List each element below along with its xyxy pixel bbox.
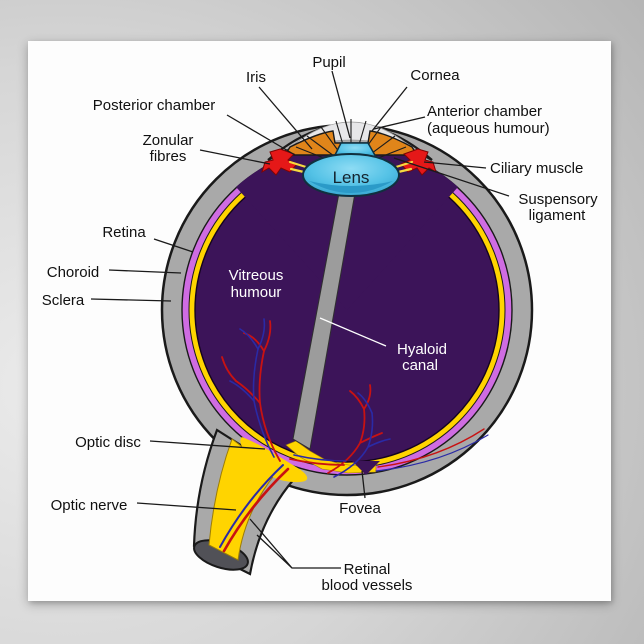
retinal-vessels-leader: [249, 518, 341, 569]
zonular-fibres-leader: [199, 149, 271, 165]
suspensory-ligament-label-1: Suspensory: [518, 191, 598, 208]
suspensory-ligament-label-2: ligament: [529, 207, 587, 224]
anterior-chamber-leader: [373, 116, 426, 130]
poster: Lens Pupil: [28, 41, 611, 601]
optic-disc-leader: [149, 440, 266, 450]
ciliary-muscle-left: [261, 148, 298, 176]
sclera-leader: [90, 298, 172, 302]
vitreous-humour-label-1: Vitreous: [229, 267, 284, 284]
vitreous-humour-label-2: humour: [231, 284, 282, 301]
sclera-label: Sclera: [42, 292, 85, 309]
optic-nerve-leader: [136, 502, 237, 511]
anterior-chamber-label-1: Anterior chamber: [427, 103, 542, 120]
retinal-blood-vessels-label-2: blood vessels: [322, 577, 413, 594]
ciliary-muscle-leader: [423, 161, 487, 169]
pupil-label: Pupil: [312, 54, 345, 71]
retinal-vessels-blue: [219, 318, 489, 548]
fovea-notch: [352, 461, 380, 475]
labels: Pupil Iris Cornea Posterior chamber Zonu…: [42, 54, 598, 594]
retina-label: Retina: [102, 224, 146, 241]
optic-nerve-fibres: [208, 438, 277, 561]
optic-disc-label: Optic disc: [75, 434, 141, 451]
suspensory-ligament-leader: [393, 157, 510, 197]
hyaloid-canal-label-1: Hyaloid: [397, 341, 447, 358]
lens-label: Lens: [333, 168, 370, 187]
zonular-fibres-label-1: Zonular: [143, 132, 194, 149]
retina-leader: [153, 238, 194, 253]
cornea-label: Cornea: [410, 67, 460, 84]
anterior-chamber-label-2: (aqueous humour): [427, 120, 550, 137]
choroid-label: Choroid: [47, 264, 100, 281]
fovea-label: Fovea: [339, 500, 381, 517]
retinal-vessels-red: [221, 320, 485, 553]
iris-label: Iris: [246, 69, 266, 86]
pupil-leader: [331, 70, 351, 139]
fovea-leader: [361, 470, 366, 499]
hyaloid-canal-label-2: canal: [402, 357, 438, 374]
hyaloid-canal-leader: [319, 317, 387, 347]
eye-anatomy-diagram: Lens Pupil: [42, 54, 598, 594]
iris-leader: [258, 86, 313, 150]
lens-shade: [309, 181, 393, 193]
optic-nerve-label: Optic nerve: [51, 497, 128, 514]
posterior-chamber-leader: [226, 114, 296, 156]
choroid-leader: [108, 269, 182, 274]
leader-lines: [90, 70, 510, 569]
cornea-leader: [371, 86, 408, 132]
zonular-fibres-label-2: fibres: [150, 148, 187, 165]
ciliary-muscle-label: Ciliary muscle: [490, 160, 583, 177]
posterior-chamber-label: Posterior chamber: [93, 97, 216, 114]
retinal-blood-vessels-label-1: Retinal: [344, 561, 391, 578]
